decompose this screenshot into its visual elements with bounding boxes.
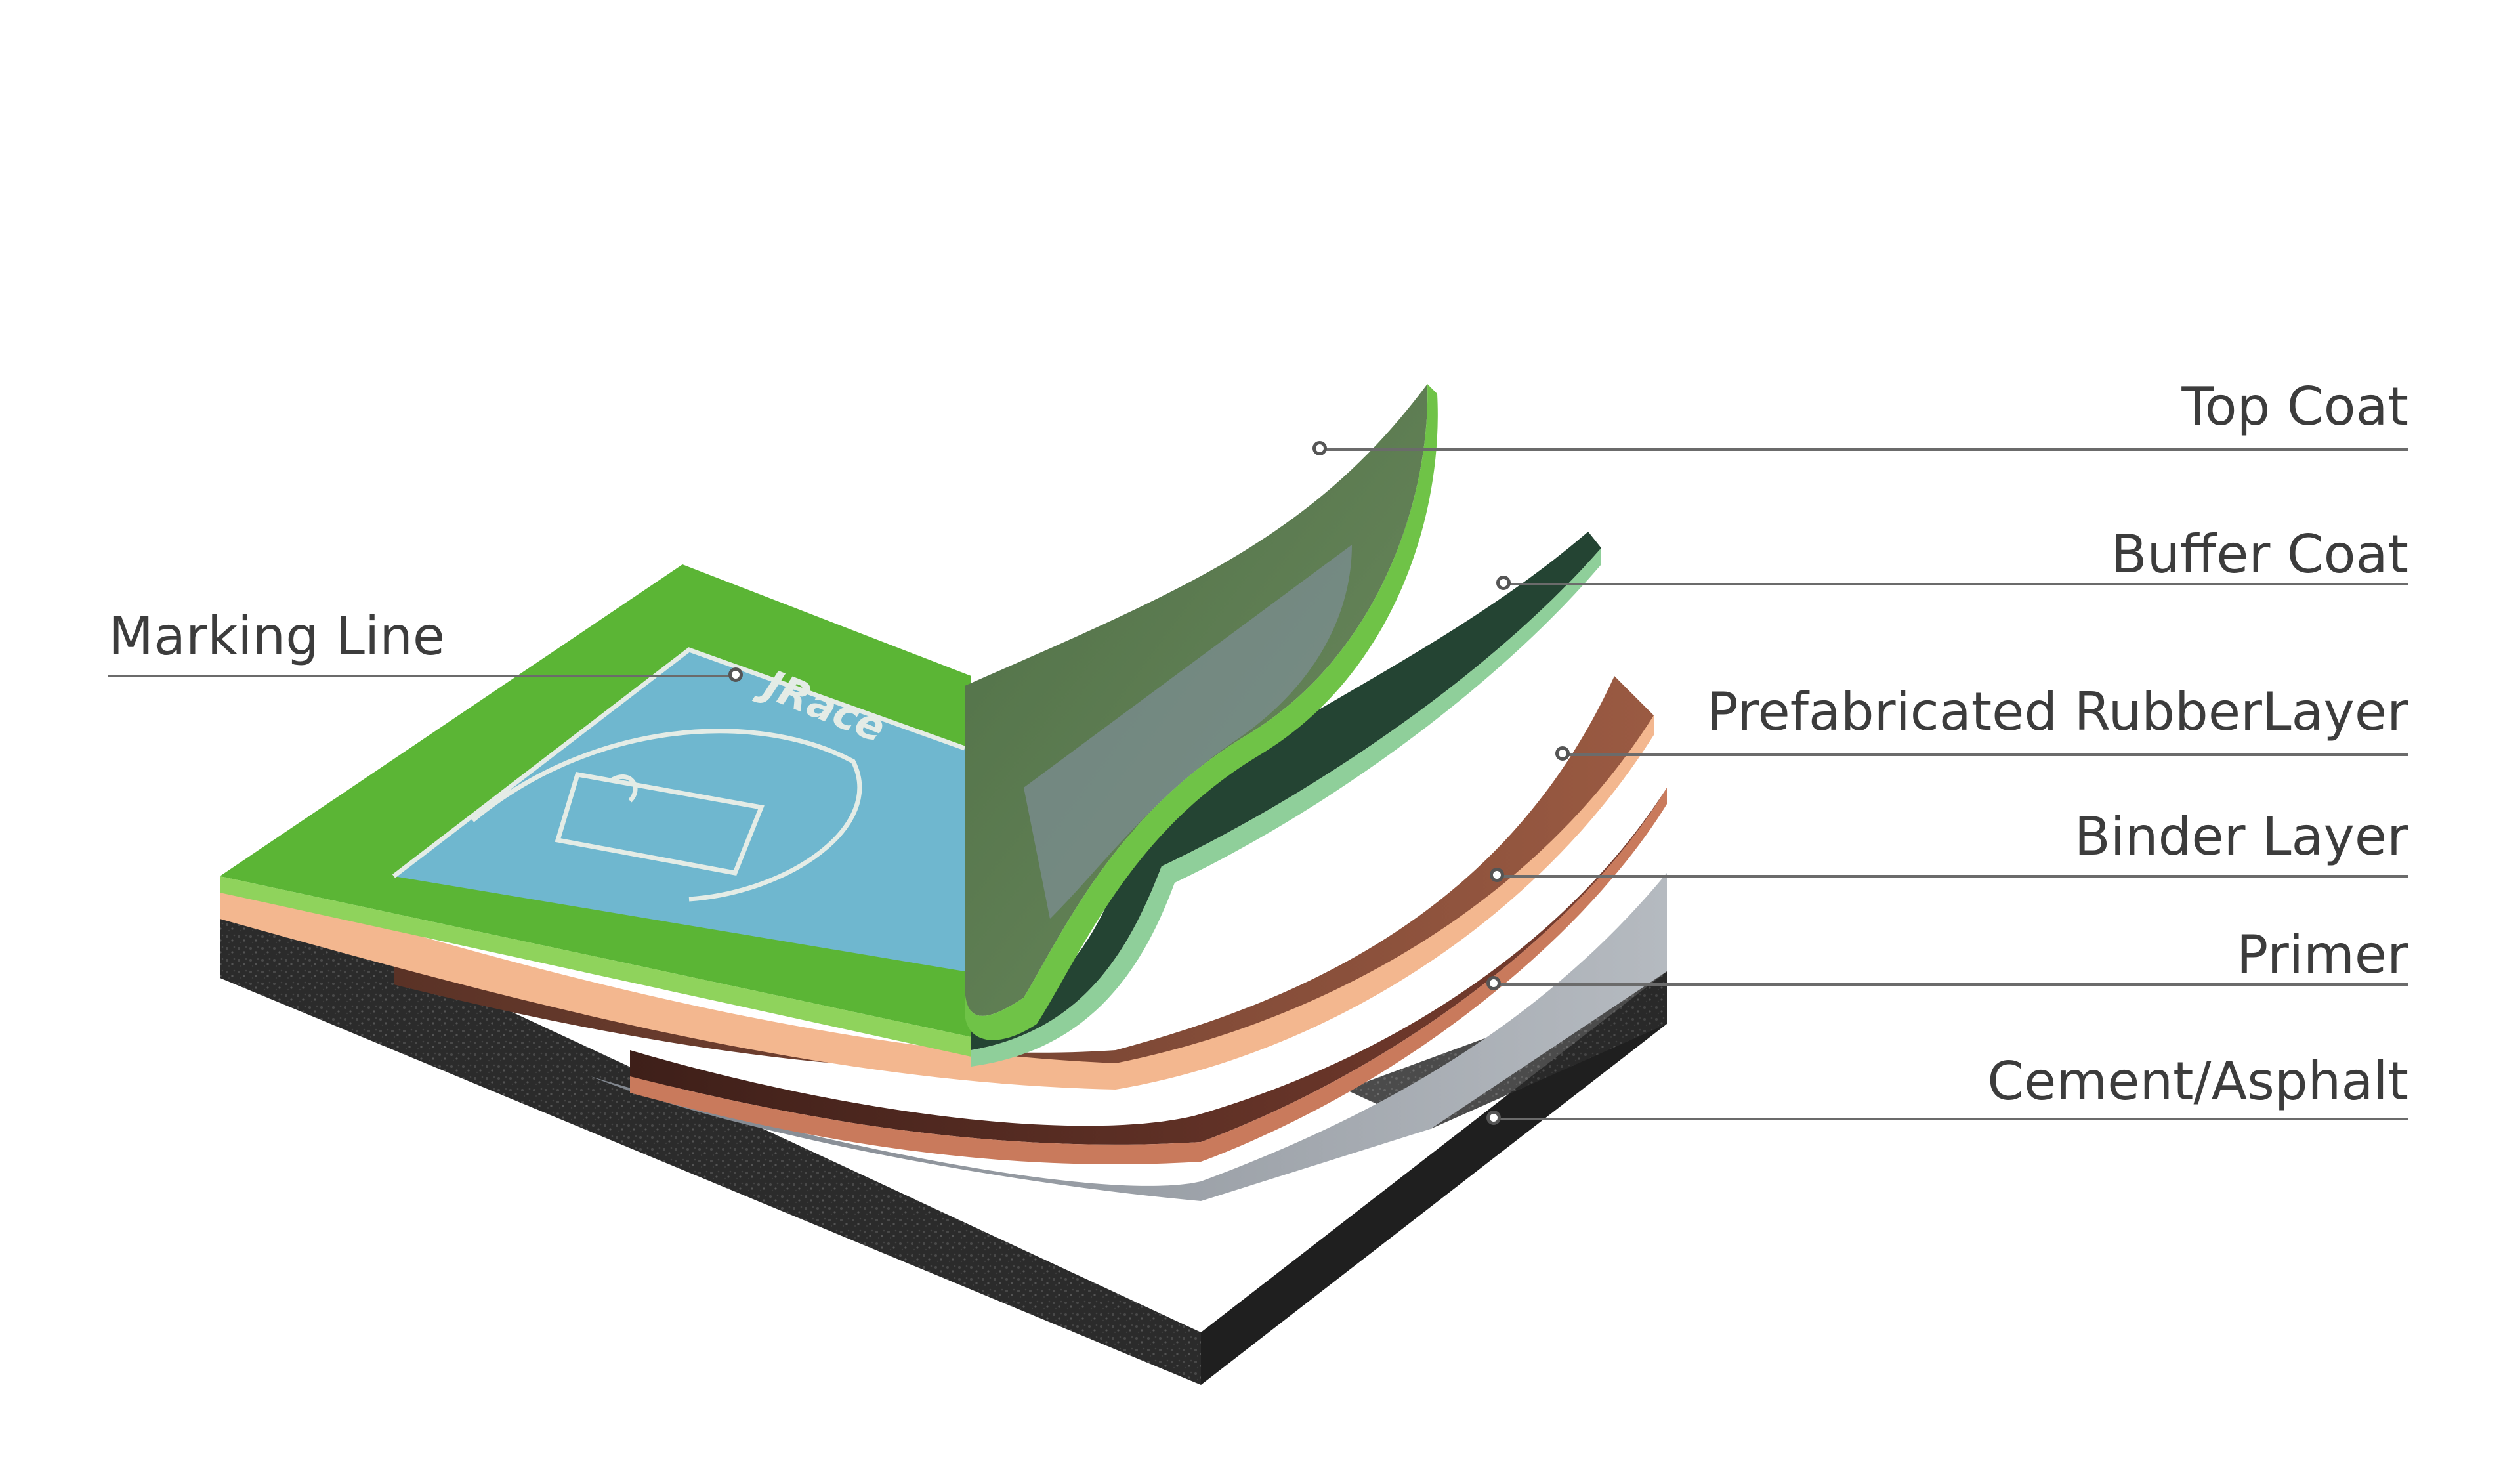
buffer-coat-leader: [1503, 583, 2408, 585]
buffer-coat-dot: [1496, 576, 1511, 590]
top-coat-leader: [1319, 448, 2408, 451]
cement-slab-front: [220, 876, 1201, 1385]
binder-layer-leader: [1496, 875, 2408, 878]
marking-line-dot: [728, 667, 743, 682]
top-coat-dot: [1312, 441, 1327, 455]
top-coat-label: Top Coat: [2181, 376, 2408, 437]
rubber-layer-leader: [1562, 753, 2408, 756]
court-blue-area: [394, 650, 965, 971]
primer-layer: [591, 873, 1667, 1201]
buffer-coat-label: Buffer Coat: [2110, 524, 2408, 585]
cement-label: Cement/Asphalt: [1987, 1051, 2408, 1112]
binder-layer-dot: [1490, 868, 1504, 882]
court-surface-edge: [220, 876, 971, 1057]
primer-leader: [1493, 983, 2408, 986]
rubber-layer-label: Prefabricated RubberLayer: [1706, 681, 2409, 742]
cement-leader: [1493, 1118, 2408, 1120]
buffer-coat-edge: [971, 548, 1601, 1067]
rubber-layer-dot: [1555, 746, 1570, 761]
buffer-coat-layer: [971, 532, 1601, 1050]
top-coat-court-ghost: [1024, 545, 1352, 919]
primer-dot: [1486, 976, 1501, 990]
marking-line-leader: [108, 675, 738, 677]
cement-dot: [1486, 1111, 1501, 1125]
court-marking-lines: [392, 647, 966, 902]
binder-layer-label: Binder Layer: [2074, 806, 2408, 867]
marking-line-label: Marking Line: [108, 606, 446, 667]
primer-label: Primer: [2236, 924, 2408, 985]
rubber-layer-edge: [220, 715, 1654, 1090]
rubber-layer: [394, 676, 1654, 1072]
